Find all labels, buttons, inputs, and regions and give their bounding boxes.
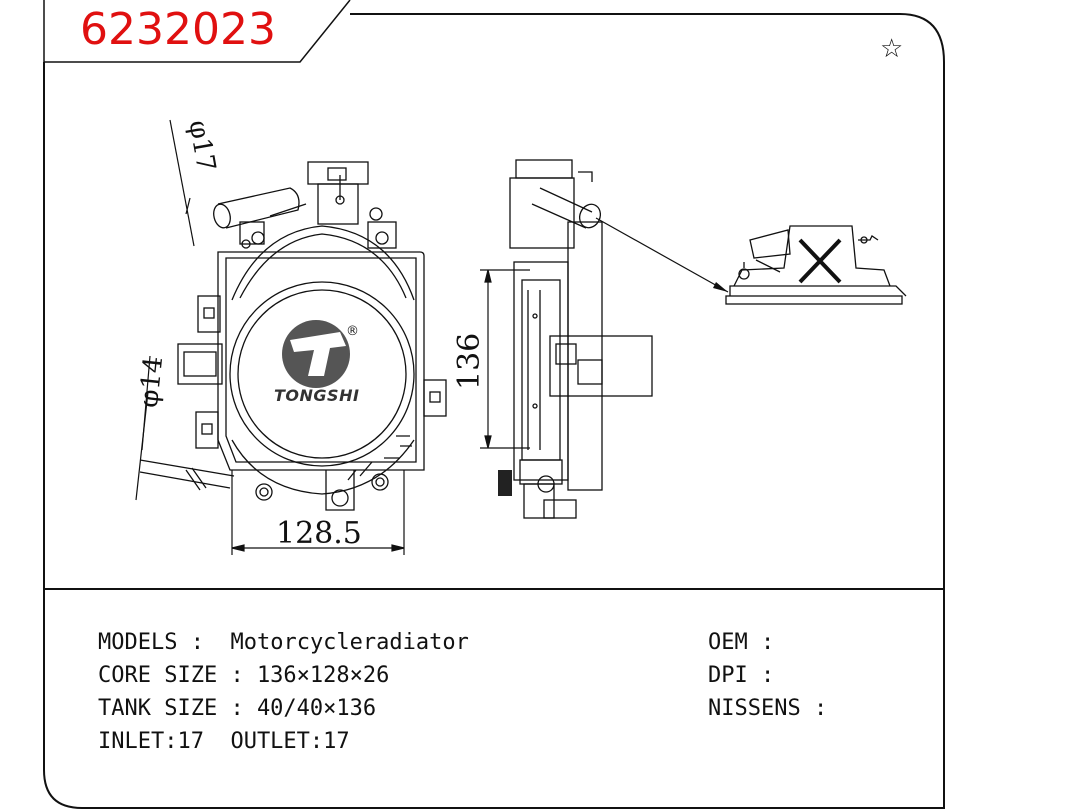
drain-plug xyxy=(498,470,512,496)
oem-row: OEM : xyxy=(708,630,775,655)
dim-height-label: 136 xyxy=(452,332,487,390)
dim-diameter-14-label: φ14 xyxy=(134,354,170,410)
logo-text: TONGSHI xyxy=(274,386,360,405)
front-dimensions xyxy=(135,119,405,555)
side-view xyxy=(509,159,653,519)
part-number: 6232023 xyxy=(80,4,276,55)
dim-width-label: 128.5 xyxy=(276,516,362,551)
dpi-row: DPI : xyxy=(708,663,775,688)
models-value: Motorcycleradiator xyxy=(230,630,469,655)
front-view xyxy=(139,161,447,511)
logo-mark xyxy=(282,320,350,388)
star-outline-icon[interactable]: ☆ xyxy=(880,34,904,64)
core-size-row: CORE SIZE : 136×128×26 xyxy=(98,663,390,688)
side-dimensions xyxy=(480,269,530,449)
tank-size-row: TANK SIZE : 40/40×136 xyxy=(98,696,377,721)
models-row: MODELS : Motorcycleradiator xyxy=(98,626,469,659)
logo-registered-mark: ® xyxy=(346,324,359,339)
models-label: MODELS : xyxy=(98,630,204,655)
nissens-row: NISSENS : xyxy=(708,696,828,721)
specs-block: MODELS : Motorcycleradiator CORE SIZE : … xyxy=(98,626,469,758)
inlet-outlet-row: INLET:17 OUTLET:17 xyxy=(98,729,350,754)
detail-view xyxy=(725,225,907,305)
refs-block: OEM : DPI : NISSENS : xyxy=(708,626,827,725)
